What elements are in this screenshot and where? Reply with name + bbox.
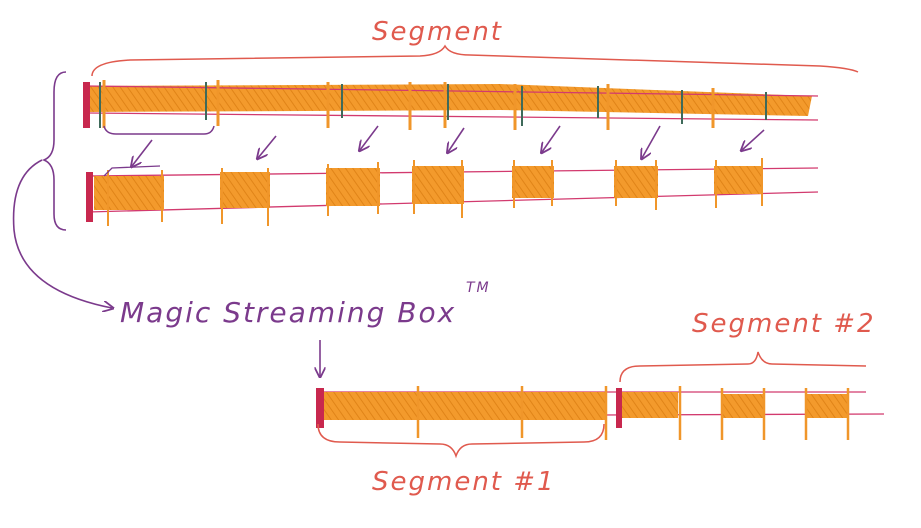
segment-1-bar <box>318 392 606 420</box>
segment-1-label: Segment #1 <box>372 467 556 497</box>
top-keyframe-marker <box>83 82 90 128</box>
top-stream-bar <box>88 84 812 116</box>
arrow-3 <box>360 125 379 150</box>
chunk-6 <box>614 166 658 198</box>
arrow-2 <box>258 135 277 158</box>
curved-arrow <box>12 159 112 308</box>
chunk-ticks <box>107 158 763 226</box>
output-keyframe-1 <box>316 388 324 428</box>
chunk-7 <box>714 166 762 194</box>
trademark-label: TM <box>466 280 491 296</box>
top-segment-brace <box>91 44 859 77</box>
magic-box-label: Magic Streaming Box <box>120 296 456 329</box>
chunked-stream <box>86 158 819 226</box>
arrow-5 <box>542 125 561 152</box>
chunk-5 <box>512 166 554 198</box>
chunked-keyframe-marker <box>86 172 93 222</box>
segment-2-label: Segment #2 <box>692 309 876 339</box>
left-brace <box>41 71 67 231</box>
top-frame-ticks <box>102 80 715 130</box>
output-ticks <box>416 386 850 440</box>
segment-2-gop-2 <box>722 394 764 418</box>
chunk-1-bracket <box>103 165 161 177</box>
arrow-6 <box>642 125 661 158</box>
arrow-1 <box>132 139 153 166</box>
chunk-4 <box>412 166 464 204</box>
top-stream-line-lower <box>87 112 819 121</box>
chunk-3 <box>326 168 380 206</box>
top-segment-label: Segment <box>372 17 503 47</box>
segment-2-gop-1 <box>616 392 678 418</box>
chunk-1 <box>94 176 164 210</box>
left-brace-group <box>12 71 112 308</box>
chunk-2 <box>220 172 270 208</box>
output-keyframe-2 <box>616 388 622 428</box>
arrow-7 <box>742 129 765 150</box>
output-stream: Segment #1 Segment #2 <box>315 309 885 497</box>
top-segment-markers <box>99 82 767 128</box>
segment-2-brace <box>619 351 867 383</box>
segment-1-brace <box>317 423 605 459</box>
segment-2-gop-3 <box>806 394 848 418</box>
gop-arrows <box>132 125 765 166</box>
top-stream-line-upper <box>87 85 819 97</box>
arrow-4 <box>448 127 465 152</box>
first-gop-bracket <box>103 125 215 135</box>
top-stream: Segment <box>83 17 859 135</box>
